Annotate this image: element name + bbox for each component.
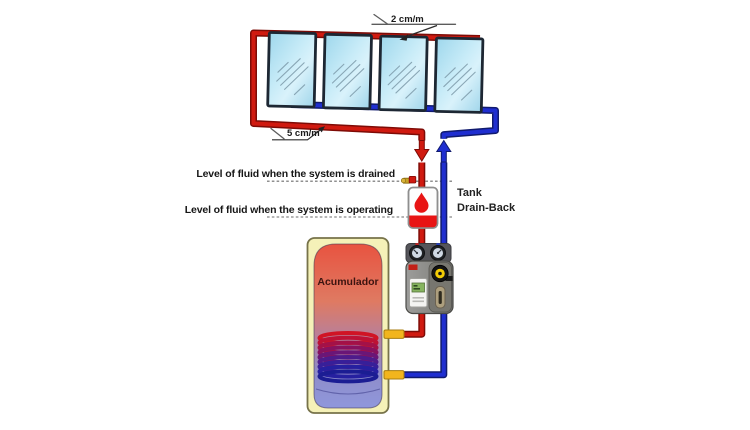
leader-arrow-top xyxy=(399,24,438,41)
tank-drainback-label: Tank Drain-Back xyxy=(457,187,516,214)
slope-bottom-label: 5 cm/m xyxy=(287,128,320,139)
pump-station xyxy=(405,243,454,315)
level-operating-label: Level of fluid when the system is operat… xyxy=(184,204,393,216)
solar-panel-1 xyxy=(266,31,318,109)
drain-valve xyxy=(400,175,417,184)
pressure-gauge-hot-icon xyxy=(409,243,425,261)
solar-panel-4 xyxy=(433,36,485,114)
leader-arrow-bottom xyxy=(272,126,325,141)
slope-marker-bottom xyxy=(270,127,285,140)
flow-meter xyxy=(435,286,446,309)
pump-knob xyxy=(431,264,453,283)
tank-port-lower xyxy=(383,370,405,380)
solar-panel-2 xyxy=(321,32,373,111)
storage-tank xyxy=(306,237,405,414)
tank-port-upper xyxy=(383,329,405,339)
accumulator-label: Acumulador xyxy=(317,275,379,288)
level-drained-label: Level of fluid when the system is draine… xyxy=(196,167,395,180)
pressure-gauge-cold-icon xyxy=(430,243,446,261)
flow-arrow-down-icon xyxy=(413,140,430,162)
heat-exchanger-coil xyxy=(317,331,379,384)
drainback-tank xyxy=(407,186,439,229)
fluid-drop-icon xyxy=(414,192,429,213)
slope-marker-top xyxy=(371,13,457,25)
controller-display xyxy=(409,278,428,308)
solar-panel-3 xyxy=(377,34,429,113)
collector-array xyxy=(266,31,485,114)
slope-top-label: 2 cm/m xyxy=(391,13,424,25)
station-logo xyxy=(408,264,418,270)
tank-fluid xyxy=(408,215,438,228)
flow-arrow-up-icon xyxy=(435,139,452,163)
